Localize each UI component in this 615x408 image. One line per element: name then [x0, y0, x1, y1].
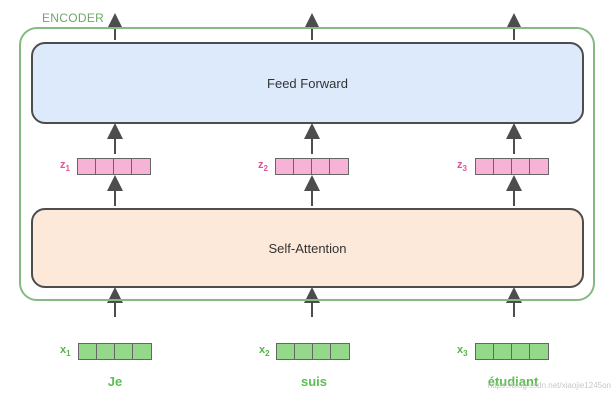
self-attention-label: Self-Attention	[268, 240, 347, 256]
vector-cell	[494, 344, 512, 359]
z-vector-3	[475, 158, 549, 175]
vector-cell	[78, 159, 96, 174]
watermark: https://blog.csdn.net/xiaojie1245on	[487, 381, 611, 390]
vector-cell	[79, 344, 97, 359]
feed-forward-block: Feed Forward	[31, 42, 584, 124]
vector-cell	[132, 159, 150, 174]
vector-cell	[276, 159, 294, 174]
vector-cell	[512, 344, 530, 359]
vector-cell	[494, 159, 512, 174]
feed-forward-label: Feed Forward	[267, 75, 348, 91]
vector-cell	[313, 344, 331, 359]
encoder-container	[19, 27, 595, 301]
vector-cell	[114, 159, 132, 174]
vector-cell	[294, 159, 312, 174]
input-word-2: suis	[300, 374, 327, 389]
vector-cell	[330, 159, 348, 174]
z-vector-2	[275, 158, 349, 175]
input-word-1: Je	[107, 374, 123, 389]
vector-cell	[133, 344, 151, 359]
vector-cell	[530, 159, 548, 174]
vector-cell	[530, 344, 548, 359]
x-vector-3	[475, 343, 549, 360]
encoder-label: ENCODER	[37, 11, 110, 25]
x-label-2: x2	[259, 344, 270, 359]
vector-cell	[97, 344, 115, 359]
vector-cell	[512, 159, 530, 174]
z-vector-1	[77, 158, 151, 175]
vector-cell	[476, 344, 494, 359]
vector-cell	[295, 344, 313, 359]
z-label-2: z2	[258, 159, 268, 174]
vector-cell	[476, 159, 494, 174]
z-label-3: z3	[457, 159, 467, 174]
vector-cell	[115, 344, 133, 359]
x-label-1: x1	[60, 344, 71, 359]
self-attention-block: Self-Attention	[31, 208, 584, 288]
x-label-3: x3	[457, 344, 468, 359]
z-label-1: z1	[60, 159, 70, 174]
x-vector-2	[276, 343, 350, 360]
vector-cell	[96, 159, 114, 174]
input-word-3: étudiant	[487, 374, 539, 389]
vector-cell	[331, 344, 349, 359]
vector-cell	[312, 159, 330, 174]
x-vector-1	[78, 343, 152, 360]
vector-cell	[277, 344, 295, 359]
